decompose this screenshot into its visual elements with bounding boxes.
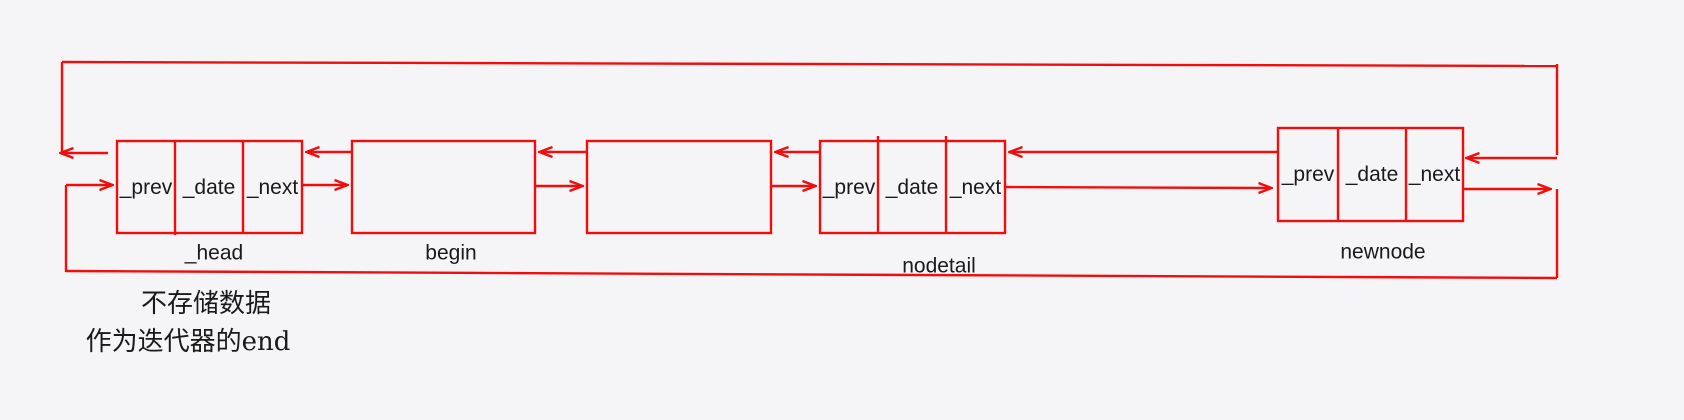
head-box xyxy=(115,139,304,235)
newnode-prev-cell: _prev xyxy=(1281,163,1335,186)
note-iterator-end: 作为迭代器的end xyxy=(85,327,291,357)
head-label: _head xyxy=(184,241,244,265)
head-next-cell: _next xyxy=(246,175,299,199)
head-prev-cell: _prev xyxy=(119,175,173,199)
newnode-next-cell: _next xyxy=(1408,163,1461,186)
nodetail-next-cell: _next xyxy=(949,175,1002,199)
note-no-data-stored: 不存储数据 xyxy=(140,289,272,319)
newnode-date-cell: _date xyxy=(1345,163,1399,186)
nodetail-label: nodetail xyxy=(902,254,976,278)
begin-label: begin xyxy=(425,241,477,265)
nodetail-to-newnode-arrow xyxy=(1004,187,1271,188)
bottom-loop-horizontal xyxy=(65,269,1558,280)
newnode-box xyxy=(1276,126,1465,223)
middle-box xyxy=(585,139,773,235)
begin-box xyxy=(350,139,537,235)
top-loop-horizontal xyxy=(61,60,1558,68)
nodetail-prev-cell: _prev xyxy=(822,175,876,199)
head-date-cell: _date xyxy=(182,175,236,199)
newnode-label: newnode xyxy=(1340,240,1426,264)
nodetail-date-cell: _date xyxy=(885,175,939,199)
